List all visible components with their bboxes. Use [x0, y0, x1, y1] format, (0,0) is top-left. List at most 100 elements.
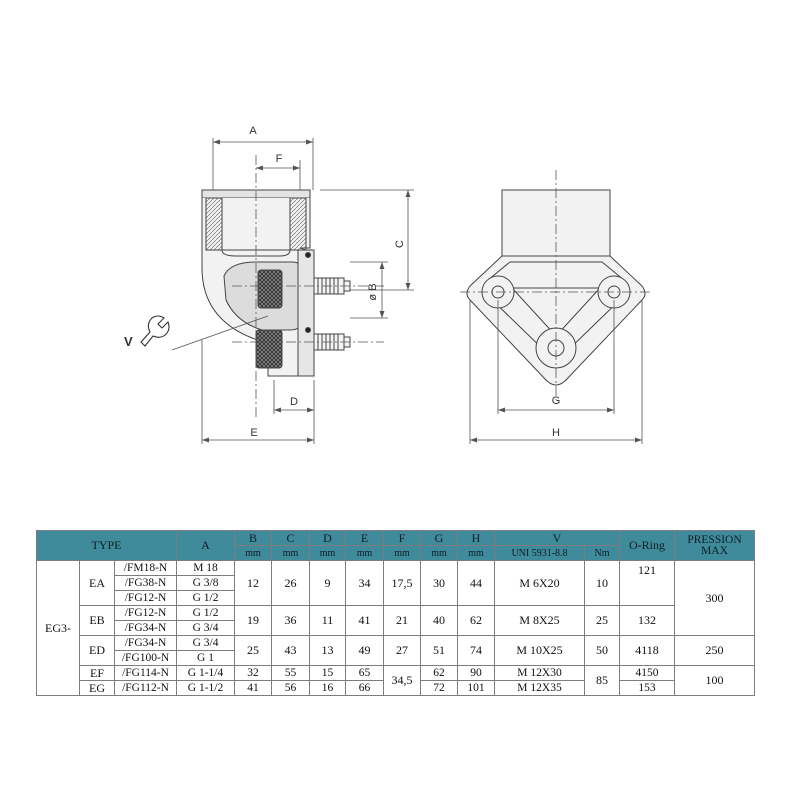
a-cell: G 1/2 — [176, 590, 235, 606]
table-row: /FG12-N G 1/2 — [37, 590, 755, 606]
ef-oring: 4150 — [619, 665, 675, 681]
group-eb: EB — [79, 605, 115, 636]
ea-h: 44 — [457, 560, 495, 606]
ef-v: M 12X30 — [494, 665, 585, 681]
ea-c: 26 — [271, 560, 310, 606]
code-cell: /FM18-N — [114, 560, 177, 576]
code-cell: /FG100-N — [114, 650, 177, 666]
ef-h: 90 — [457, 665, 495, 681]
f-ef-eg: 34,5 — [383, 665, 421, 696]
a-cell: G 3/8 — [176, 575, 235, 591]
dim-label-g: G — [552, 395, 561, 407]
code-cell: /FG34-N — [114, 620, 177, 636]
table-row: ED /FG34-N G 3/4 25 43 13 49 27 51 74 M … — [37, 635, 755, 666]
a-cell: G 1 — [176, 650, 235, 666]
header-type: TYPE — [36, 530, 177, 561]
table-row: /FG34-N G 3/4 — [37, 620, 755, 636]
eb-nm: 25 — [584, 605, 620, 636]
ed-pression: 250 — [674, 635, 755, 666]
eb-d: 11 — [309, 605, 346, 636]
ed-nm: 50 — [584, 635, 620, 666]
ed-v: M 10X25 — [494, 635, 585, 666]
dim-label-f: F — [276, 153, 283, 165]
prefix-cell: EG3- — [36, 560, 80, 696]
ea-nm: 10 — [584, 560, 620, 606]
eb-f: 21 — [383, 605, 421, 636]
header-g: G — [420, 530, 458, 546]
ea-f: 17,5 — [383, 560, 421, 606]
unit-f: mm — [383, 545, 421, 561]
ef-e: 65 — [345, 665, 384, 681]
a-cell: G 1-1/4 — [176, 665, 235, 681]
ed-b: 25 — [234, 635, 272, 666]
v-nm: Nm — [584, 545, 620, 561]
header-row-1: TYPE A B C D E F G H V O-Ring PRESSION M… — [36, 530, 755, 561]
ef-b: 32 — [234, 665, 272, 681]
a-cell: M 18 — [176, 560, 235, 576]
front-dimension-lines — [460, 170, 652, 444]
eb-c: 36 — [271, 605, 310, 636]
a-cell: G 1-1/2 — [176, 680, 235, 696]
eb-h: 62 — [457, 605, 495, 636]
ea-b: 12 — [234, 560, 272, 606]
eg-e: 66 — [345, 680, 384, 696]
header-d: D — [309, 530, 346, 546]
code-cell: /FG12-N — [114, 605, 177, 621]
ed-oring: 4118 — [619, 635, 675, 666]
code-cell: /FG112-N — [114, 680, 177, 696]
ef-c: 55 — [271, 665, 310, 681]
ed-e: 49 — [345, 635, 384, 666]
ed-f: 27 — [383, 635, 421, 666]
eg-v: M 12X35 — [494, 680, 585, 696]
pression-ea-eb: 300 — [674, 560, 755, 636]
ea-v: M 6X20 — [494, 560, 585, 606]
ea-d: 9 — [309, 560, 346, 606]
table-row: EF /FG114-N G 1-1/4 32 55 15 65 34,5 62 … — [37, 665, 755, 696]
group-ea: EA — [79, 560, 115, 606]
eg-h: 101 — [457, 680, 495, 696]
eg-c: 56 — [271, 680, 310, 696]
eb-e: 41 — [345, 605, 384, 636]
wrench-icon — [140, 315, 170, 347]
ea-g: 30 — [420, 560, 458, 606]
ed-d: 13 — [309, 635, 346, 666]
code-cell: /FG114-N — [114, 665, 177, 681]
v-spec: UNI 5931-8.8 — [494, 545, 585, 561]
ed-c: 43 — [271, 635, 310, 666]
eb-g: 40 — [420, 605, 458, 636]
eg-b: 41 — [234, 680, 272, 696]
eb-oring: 132 — [619, 605, 675, 636]
header-e: E — [345, 530, 384, 546]
header-oring: O-Ring — [619, 530, 675, 561]
a-cell: G 3/4 — [176, 620, 235, 636]
dim-label-e: E — [250, 427, 257, 439]
group-eg: EG — [79, 680, 115, 696]
nm-ef-eg: 85 — [584, 665, 620, 696]
code-cell: /FG34-N — [114, 635, 177, 651]
group-ef: EF — [79, 665, 115, 681]
table-row: EB /FG12-N G 1/2 19 36 11 41 21 40 62 M … — [37, 605, 755, 636]
header-a: A — [176, 530, 235, 561]
dim-label-a: A — [249, 125, 257, 137]
unit-b: mm — [234, 545, 272, 561]
table-row: /FG38-N G 3/8 — [37, 575, 755, 591]
table-row: /FG100-N G 1 — [37, 650, 755, 666]
side-dimension-lines — [171, 138, 414, 444]
side-dimension-arrows — [202, 139, 411, 443]
ef-g: 62 — [420, 665, 458, 681]
pression-ef-eg: 100 — [674, 665, 755, 696]
unit-d: mm — [309, 545, 346, 561]
eb-v: M 8X25 — [494, 605, 585, 636]
ea-e: 34 — [345, 560, 384, 606]
header-pression: PRESSION MAX — [674, 530, 755, 561]
ea-oring: 121 — [619, 560, 675, 606]
unit-e: mm — [345, 545, 384, 561]
header-v: V — [494, 530, 620, 546]
dim-label-d: D — [290, 396, 298, 408]
eg-d: 16 — [309, 680, 346, 696]
eb-b: 19 — [234, 605, 272, 636]
ed-h: 74 — [457, 635, 495, 666]
unit-h: mm — [457, 545, 495, 561]
a-cell: G 1/2 — [176, 605, 235, 621]
eg-g: 72 — [420, 680, 458, 696]
